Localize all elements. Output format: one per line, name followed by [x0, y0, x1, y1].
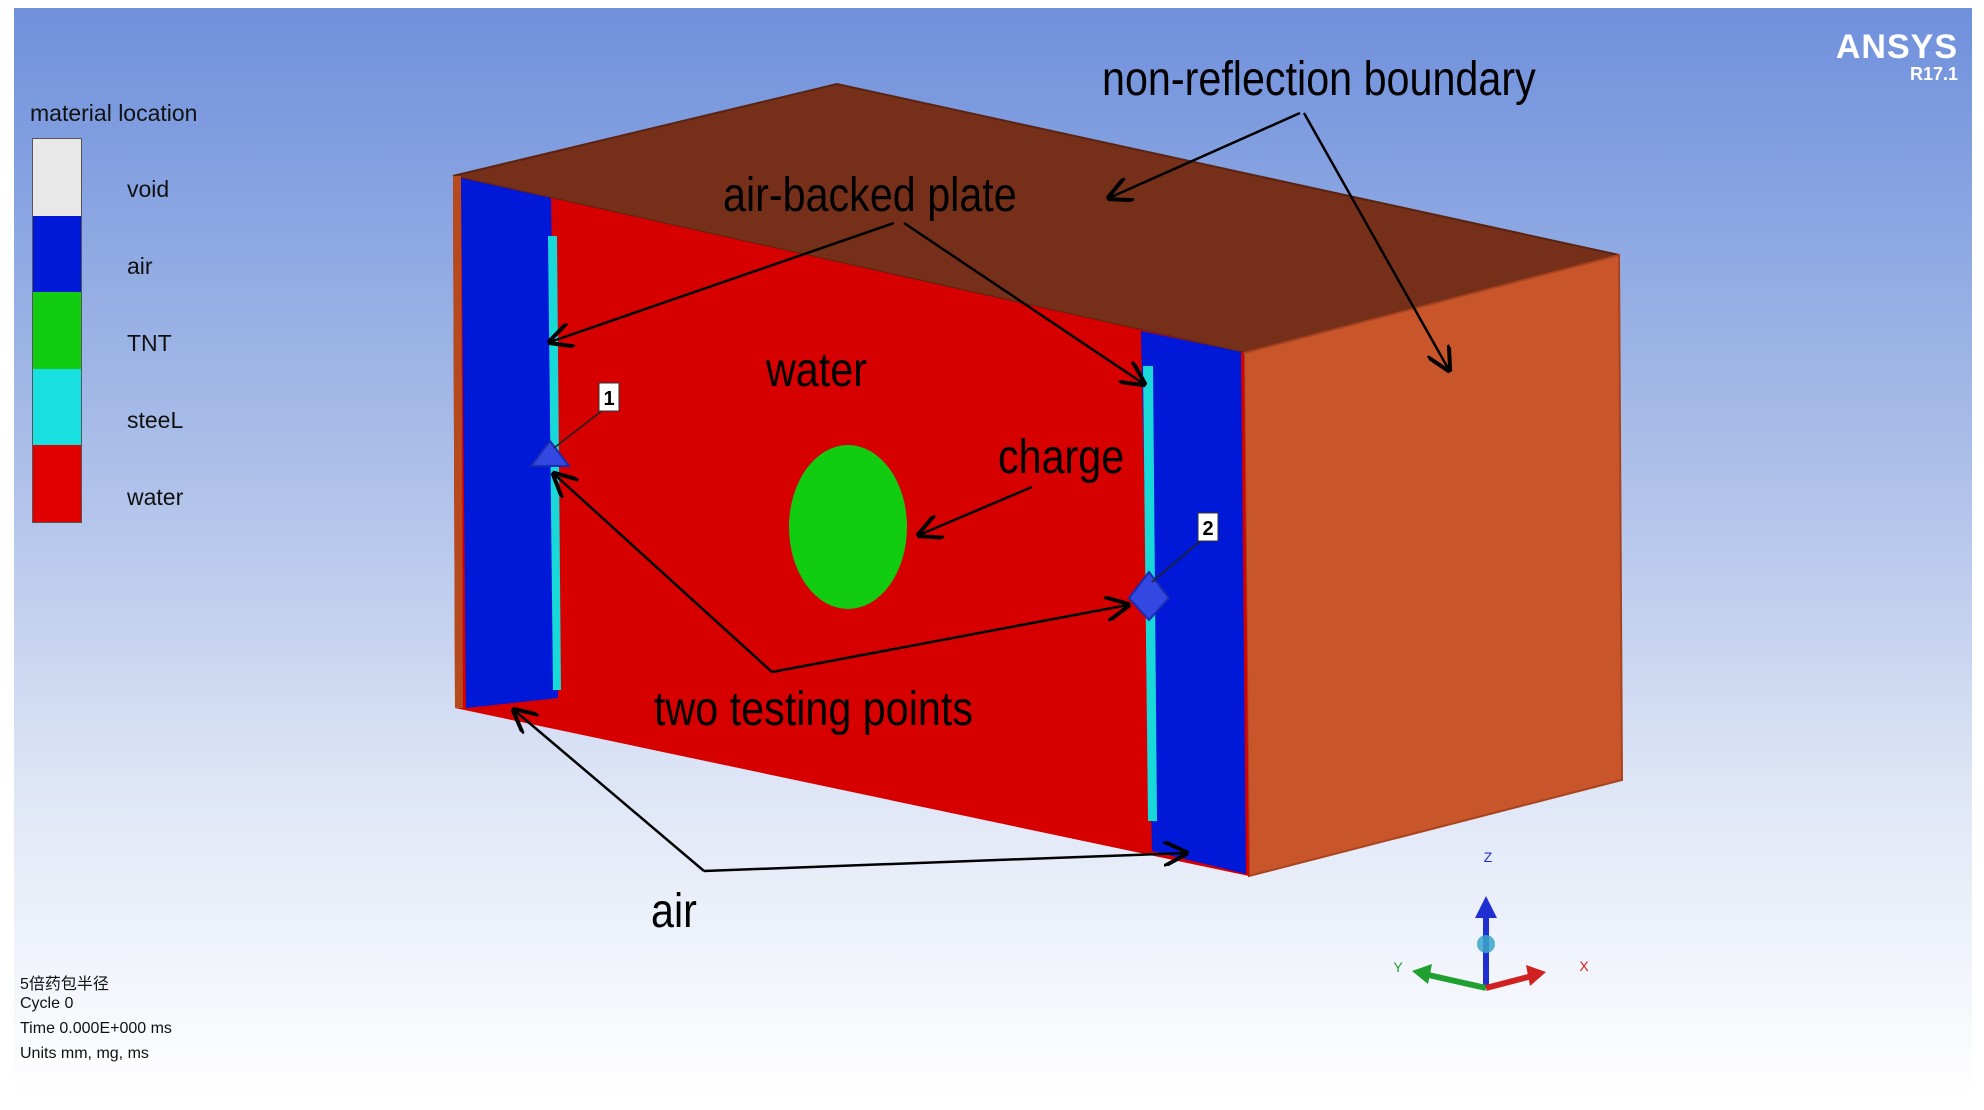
- tnt-charge: [789, 445, 907, 609]
- legend-title: material location: [30, 100, 198, 126]
- z-axis-arrow: [1475, 896, 1497, 918]
- legend-swatch-tnt: [33, 292, 81, 369]
- legend-label-void: void: [127, 176, 170, 202]
- ansys-logo: ANSYS R17.1: [1836, 30, 1958, 84]
- label-two-testing-points: two testing points: [654, 683, 973, 736]
- gauge-1-marker: [528, 439, 572, 467]
- label-air-backed-plate: air-backed plate: [723, 169, 1017, 222]
- arrow-plate-left: [550, 221, 895, 342]
- left-air-region: [461, 178, 558, 708]
- x-axis-label: X: [1579, 958, 1589, 974]
- legend-label-water: water: [127, 484, 184, 510]
- legend-label-steel: steeL: [127, 407, 184, 433]
- model-name: 5倍药包半径: [20, 976, 109, 993]
- label-non-reflection-boundary: non-reflection boundary: [1102, 53, 1536, 106]
- gauge-2-marker: [1127, 570, 1171, 622]
- units-readout: Units mm, mg, ms: [20, 1045, 149, 1062]
- legend-swatch-air: [33, 215, 81, 293]
- legend-swatch-water: [33, 445, 81, 522]
- right-air-region: [1141, 331, 1246, 874]
- gauge-1-tag: [598, 382, 620, 412]
- annotation-arrows: [514, 111, 1449, 873]
- left-edge-strip: [453, 176, 463, 708]
- brand-version: R17.1: [1909, 64, 1958, 84]
- legend-swatch-void: [33, 139, 81, 216]
- arrow-boundary-right: [1302, 112, 1449, 370]
- gauge-1-label: 1: [603, 388, 614, 410]
- legend-swatch-steel: [33, 368, 81, 446]
- cycle-readout: Cycle 0: [20, 995, 74, 1012]
- arrow-gauge-right: [771, 605, 1128, 674]
- y-axis-arrow: [1412, 964, 1432, 984]
- legend-label-air: air: [127, 253, 153, 279]
- brand-name: ANSYS: [1835, 28, 1958, 66]
- arrow-plate-right: [903, 221, 1144, 384]
- model-scene: 1 2 Z Y X: [452, 82, 1624, 991]
- legend-label-tnt: TNT: [127, 330, 172, 356]
- arrow-boundary-top: [1109, 111, 1301, 198]
- y-axis-label: Y: [1393, 959, 1403, 975]
- label-charge: charge: [998, 431, 1125, 484]
- arrow-gauge-left: [554, 474, 773, 673]
- time-readout: Time 0.000E+000 ms: [20, 1020, 172, 1037]
- x-axis-arrow: [1526, 965, 1546, 986]
- ansys-viewport[interactable]: 1 2 Z Y X material l: [14, 8, 1972, 1098]
- z-axis-label: Z: [1484, 849, 1493, 865]
- right-face-boundary: [1242, 253, 1624, 878]
- arrow-air-right: [703, 853, 1186, 873]
- label-air: air: [651, 885, 697, 938]
- legend-color-bar: [32, 138, 82, 523]
- gauge-2-label: 2: [1202, 518, 1213, 540]
- gauge-2-tag: [1197, 512, 1219, 542]
- axis-triad: Z Y X: [1393, 849, 1589, 991]
- arrow-charge: [919, 485, 1033, 535]
- label-water: water: [766, 344, 867, 397]
- arrow-air-left: [514, 710, 705, 872]
- triad-origin: [1477, 935, 1495, 953]
